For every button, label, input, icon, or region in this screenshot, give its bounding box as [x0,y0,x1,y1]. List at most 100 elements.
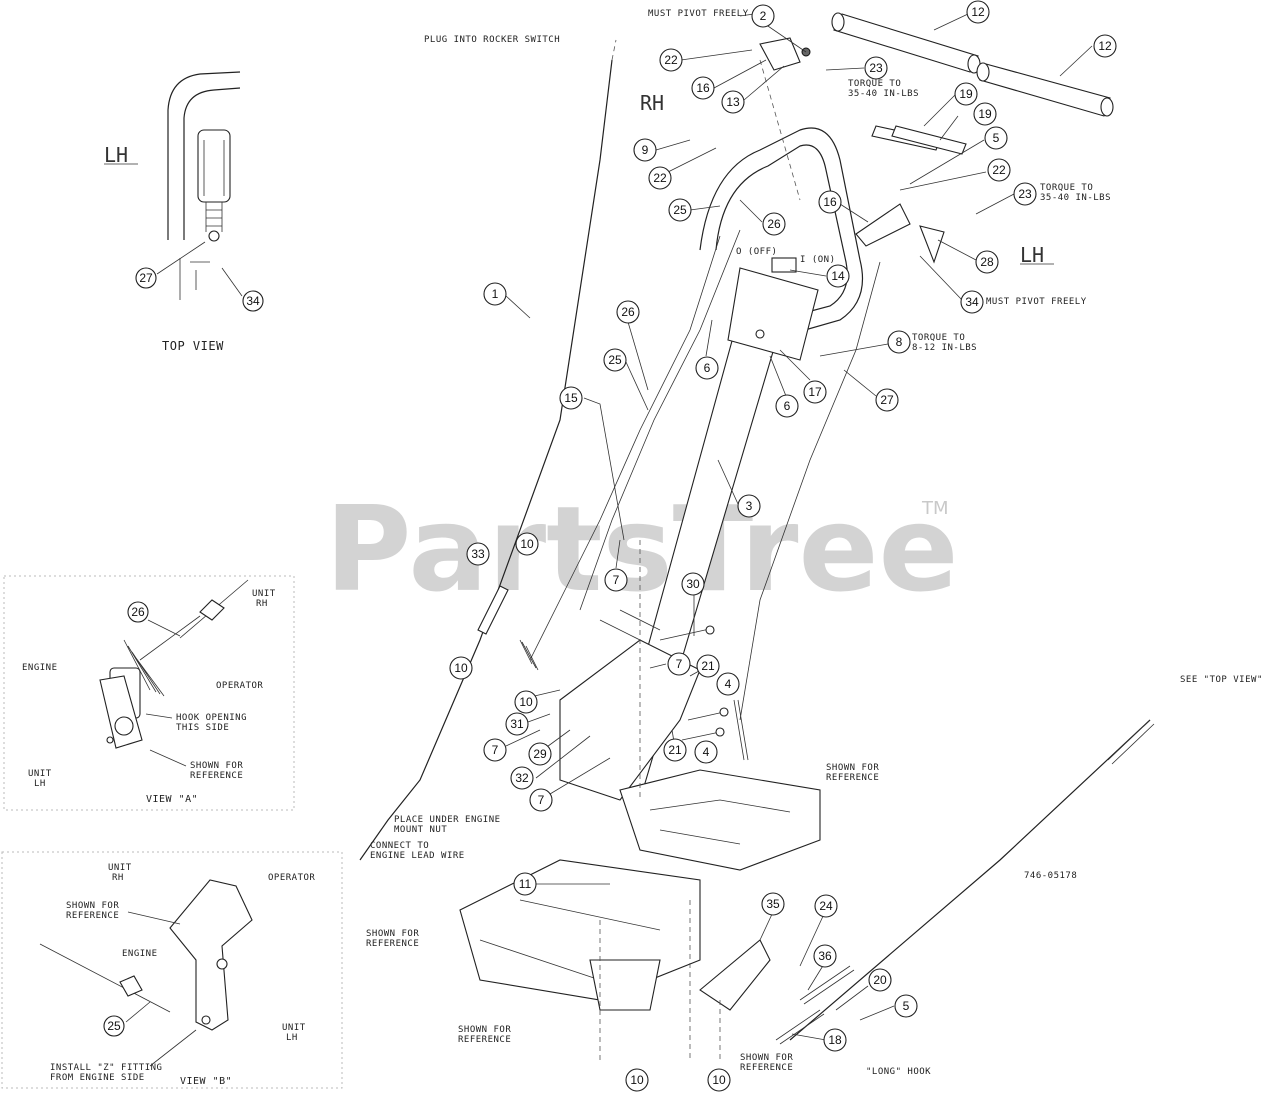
callout-23: 23 [1013,182,1037,206]
callout-number: 12 [971,5,985,19]
callout-circle [633,138,657,162]
note-torque-8a: TORQUE TO [912,333,965,343]
view-b-unit-lh-a: UNIT [282,1023,306,1033]
callout-circle [515,532,539,556]
callout-8: 8 [887,330,911,354]
note-shown-ref-4b: REFERENCE [740,1063,793,1073]
callout-number: 16 [696,81,710,95]
callout-22: 22 [648,166,672,190]
callout-circle [681,572,705,596]
callout-13: 13 [721,90,745,114]
callout-circle [761,892,785,916]
note-must-pivot-top: MUST PIVOT FREELY [648,9,749,19]
callout-circle [603,348,627,372]
callout-circle [814,894,838,918]
callout-number: 20 [873,973,887,987]
leader-lines [505,13,1093,1041]
callout-4: 4 [694,740,718,764]
callout-number: 26 [621,305,635,319]
callout-number: 22 [653,171,667,185]
note-shown-ref-2b: REFERENCE [366,939,419,949]
view-a-unit-lh-a: UNIT [28,769,52,779]
callout-26: 26 [616,300,640,324]
callout-circle [813,944,837,968]
note-must-pivot-34: MUST PIVOT FREELY [986,297,1087,307]
callout-10: 10 [514,690,538,714]
callout-26: 26 [762,212,786,236]
view-b-inset: UNIT RH OPERATOR SHOWN FOR REFERENCE ENG… [1,851,343,1089]
view-b-install-b: FROM ENGINE SIDE [50,1073,145,1083]
note-shown-ref-3a: SHOWN FOR [458,1025,511,1035]
callout-number: 1 [492,287,499,301]
callout-circle [528,742,552,766]
callout-18: 18 [823,1028,847,1052]
callout-circle [823,1028,847,1052]
callout-number: 18 [828,1033,842,1047]
rh-label: RH [640,91,664,115]
top-view-inset: LH TOP VIEW 27 34 [104,71,264,353]
callout-circle [513,872,537,896]
callout-27: 27 [875,388,899,412]
callout-number: 13 [726,95,740,109]
callout-number: 6 [704,361,711,375]
callout-number: 10 [712,1073,726,1087]
callout-12: 12 [966,0,990,24]
callout-circle [668,198,692,222]
callout-circle [973,102,997,126]
watermark: PartsTree [325,480,959,618]
callout-circle [466,542,490,566]
lh-label-top: LH [104,143,128,167]
callout-number: 4 [725,677,732,691]
callout-number: 29 [533,747,547,761]
callout-number: 25 [608,353,622,367]
view-b-unit-rh-b: RH [112,873,124,883]
svg-text:27: 27 [139,271,153,285]
callout-number: 26 [767,217,781,231]
callout-number: 27 [880,393,894,407]
callout-16: 16 [818,190,842,214]
callout-number: 10 [519,695,533,709]
callout-circle [894,994,918,1018]
callout-circle [696,654,720,678]
callout-number: 22 [664,53,678,67]
callout-10: 10 [449,656,473,680]
callout-33: 33 [466,542,490,566]
callout-circle [954,82,978,106]
view-a-engine: ENGINE [22,663,58,673]
callout-circle [514,690,538,714]
note-see-top: SEE "TOP VIEW" [1180,675,1263,685]
callout-circle [559,386,583,410]
callout-number: 10 [520,537,534,551]
callout-10: 10 [707,1068,731,1092]
callout-27-top: 27 [135,267,157,289]
callout-19: 19 [954,82,978,106]
callout-11: 11 [513,872,537,896]
callout-circle [707,1068,731,1092]
callout-circle [529,788,553,812]
callout-circle [691,76,715,100]
callout-2: 2 [751,4,775,28]
callout-21: 21 [663,738,687,762]
callout-number: 24 [819,899,833,913]
view-a-unit-rh-a: UNIT [252,589,276,599]
callout-circle [737,494,761,518]
view-a-shown-b: REFERENCE [190,771,243,781]
callout-22: 22 [987,158,1011,182]
callout-25: 25 [603,348,627,372]
callout-circle [1013,182,1037,206]
callout-7: 7 [529,788,553,812]
callout-circle [826,264,850,288]
callout-15: 15 [559,386,583,410]
callout-circle [887,330,911,354]
callout-circle [875,388,899,412]
callout-number: 7 [492,743,499,757]
callout-circle [751,4,775,28]
view-b-install-a: INSTALL "Z" FITTING [50,1063,162,1073]
callout-35: 35 [761,892,785,916]
callout-6: 6 [695,356,719,380]
callout-circle [984,126,1008,150]
callout-circle [818,190,842,214]
